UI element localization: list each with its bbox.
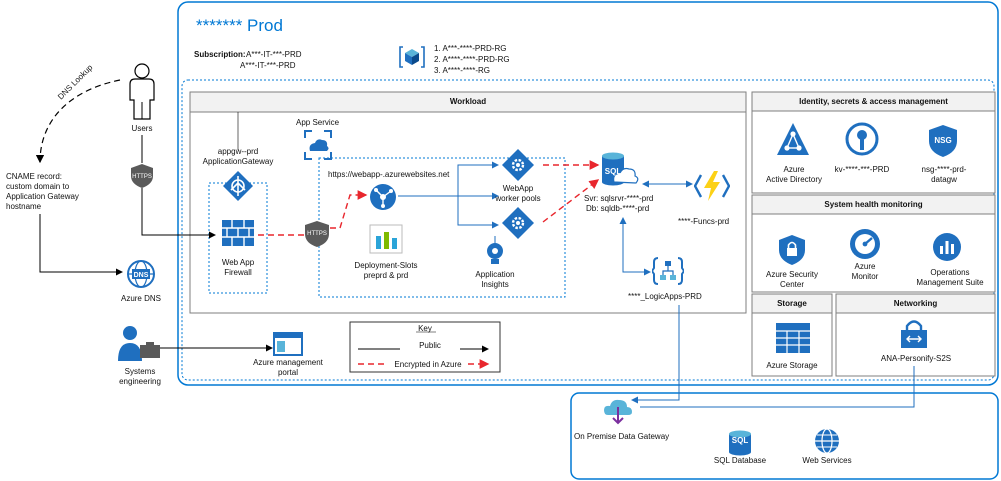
application-insights-icon xyxy=(487,243,503,264)
logicapps-label: ****_LogicApps-PRD xyxy=(628,292,702,301)
users-label: Users xyxy=(131,124,153,133)
onprem-sql-icon-label: SQL xyxy=(731,436,749,445)
oms-line-1: Operations xyxy=(930,268,970,277)
sql-server-icon xyxy=(602,152,639,186)
storage-title: Storage xyxy=(777,299,807,308)
vpn-gateway-icon xyxy=(901,320,927,348)
portal-line-2: portal xyxy=(277,368,298,377)
syseng-line-2: engineering xyxy=(119,377,161,386)
subscription-value-2: A***-IT-***-PRD xyxy=(240,61,296,70)
web-services-icon xyxy=(815,428,839,454)
security-center-line-2: Center xyxy=(779,280,804,289)
storage-label: Azure Storage xyxy=(766,361,818,370)
deployment-slots-icon xyxy=(369,224,403,254)
networking-label: ANA-Personify-S2S xyxy=(880,354,952,363)
security-center-line-1: Azure Security xyxy=(765,270,819,279)
prod-frame xyxy=(177,1,999,386)
cname-line-2: custom domain to xyxy=(6,182,70,191)
resource-group-2: 2. A****-****-PRD-RG xyxy=(434,55,510,64)
monitor-line-2: Monitor xyxy=(851,272,879,281)
sql-icon-label: SQL xyxy=(604,167,622,176)
monitor-line-1: Azure xyxy=(854,262,876,271)
azure-storage-icon xyxy=(776,323,810,353)
nsg-line-2: datagw xyxy=(931,175,957,184)
onprem-frame xyxy=(570,392,999,480)
systems-engineering-icon xyxy=(118,326,160,361)
azure-ad-icon xyxy=(777,123,809,155)
app-insights-line-1: Application xyxy=(475,270,515,279)
nsg-line-1: nsg-****-prd- xyxy=(921,165,967,174)
azure-functions-icon xyxy=(694,171,730,201)
health-title: System health monitoring xyxy=(824,200,923,209)
subscription-value-1: A***-IT-***-PRD xyxy=(246,50,302,59)
webapp-icon xyxy=(370,184,396,210)
worker-pools-line-2: worker pools xyxy=(495,194,541,203)
sql-db-name: Db: sqldb-****-prd xyxy=(586,204,650,213)
syseng-line-1: Systems xyxy=(124,367,156,376)
prod-title: ******* Prod xyxy=(196,16,283,35)
azure-dns-icon: DNS xyxy=(127,260,155,288)
application-gateway-icon xyxy=(223,171,253,201)
kv-label: kv-****-***-PRD xyxy=(834,165,890,174)
users-icon xyxy=(129,63,155,120)
web-services-label: Web Services xyxy=(802,456,852,465)
key-public: Public xyxy=(400,341,460,351)
waf-line-2: Firewall xyxy=(224,268,252,277)
logic-apps-icon xyxy=(652,257,684,285)
https-label-users: HTTPS xyxy=(132,174,152,180)
app-service-label: App Service xyxy=(296,118,340,127)
subscription-label: Subscription: xyxy=(194,50,246,59)
https-shield-icon xyxy=(131,164,153,188)
aad-line-1: Azure xyxy=(783,165,805,174)
cname-line-4: hostname xyxy=(6,202,42,211)
data-gateway-icon xyxy=(604,399,632,425)
cname-line-3: Application Gateway xyxy=(6,192,79,201)
cname-line-1: CNAME record: xyxy=(6,172,63,181)
portal-line-1: Azure management xyxy=(253,358,323,367)
gateway-label: On Premise Data Gateway xyxy=(574,432,670,441)
security-center-icon xyxy=(779,235,805,265)
sql-server-name: Svr: sqlsrvr-****-prd xyxy=(584,194,654,203)
nsg-icon-label: NSG xyxy=(934,136,952,145)
azure-dns-label: Azure DNS xyxy=(120,294,161,303)
app-service-icon xyxy=(304,130,332,160)
app-insights-line-2: Insights xyxy=(481,280,509,289)
key-encrypted: Encrypted in Azure xyxy=(388,360,468,370)
svg-text:DNS: DNS xyxy=(134,272,149,279)
resource-group-icon xyxy=(399,46,425,68)
worker-pool-icon-1 xyxy=(502,149,534,181)
networking-title: Networking xyxy=(893,299,938,308)
https-label-workload: HTTPS xyxy=(307,231,327,237)
logicapps-to-gateway-connector xyxy=(631,305,680,404)
key-title: Key xyxy=(418,324,432,333)
webapp-url: https://webapp-.azurewebsites.net xyxy=(328,170,450,179)
users-to-waf-connector xyxy=(141,188,216,239)
oms-icon xyxy=(933,233,961,261)
deployment-slots-line-2: preprd & prd xyxy=(363,271,409,280)
dns-lookup-connector xyxy=(35,79,121,164)
web-app-firewall-icon xyxy=(222,220,254,246)
resource-group-3: 3. A****-****-RG xyxy=(434,66,491,75)
https-shield-icon-workload xyxy=(305,221,329,247)
key-vault-icon xyxy=(845,122,879,156)
cname-to-dns-connector xyxy=(39,214,123,276)
resource-group-1: 1. A***-****-PRD-RG xyxy=(434,44,507,53)
worker-pool-icon-2 xyxy=(502,207,534,239)
waf-line-1: Web App xyxy=(221,258,255,267)
appgw-line-1: appgw--prd xyxy=(217,147,259,156)
deployment-slots-line-1: Deployment-Slots xyxy=(354,261,418,270)
identity-title: Identity, secrets & access management xyxy=(799,97,948,106)
sql-database-label: SQL Database xyxy=(713,456,767,465)
networking-to-onprem-connector xyxy=(640,366,915,408)
aad-line-2: Active Directory xyxy=(765,175,822,184)
workload-title: Workload xyxy=(449,97,487,106)
azure-monitor-icon xyxy=(850,229,880,259)
worker-pools-line-1: WebApp xyxy=(502,184,534,193)
sql-database-icon xyxy=(729,430,751,456)
nsg-icon xyxy=(929,125,957,157)
management-portal-icon xyxy=(273,332,303,356)
appgw-line-2: ApplicationGateway xyxy=(202,157,274,166)
funcs-label: ****-Funcs-prd xyxy=(678,217,730,226)
oms-line-2: Management Suite xyxy=(916,278,984,287)
